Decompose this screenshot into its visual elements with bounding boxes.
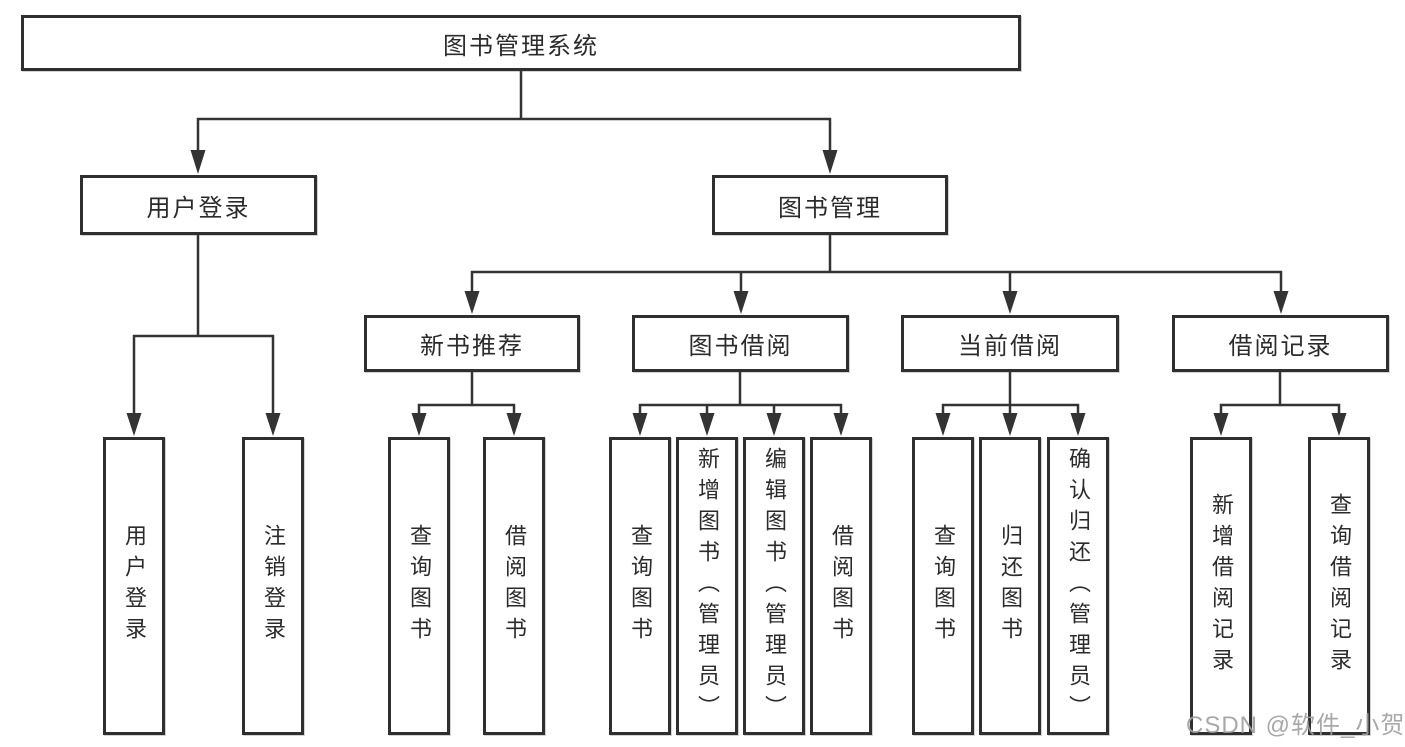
- leaf-label: 编辑图书（管理员）: [762, 446, 787, 726]
- leaf-label: 新增借阅记录: [1209, 493, 1234, 679]
- leaf-add-books-admin: 新增图书（管理员）: [676, 437, 738, 735]
- csdn-watermark: CSDN @软件_小贺同学: [1186, 712, 1405, 739]
- leaf-confirm-return-admin: 确认归还（管理员）: [1047, 437, 1109, 735]
- leaf-query-books-current: 查询图书: [912, 437, 974, 735]
- leaf-query-books-rec: 查询图书: [388, 437, 450, 735]
- leaf-label: 查询图书: [407, 524, 432, 648]
- leaf-label: 用户登录: [122, 524, 147, 648]
- leaf-label: 注销登录: [261, 524, 286, 648]
- leaf-label: 归还图书: [998, 524, 1023, 648]
- node-label: 借阅记录: [1228, 333, 1333, 360]
- node-user-login: 用户登录: [80, 175, 317, 235]
- leaf-edit-books-admin: 编辑图书（管理员）: [743, 437, 805, 735]
- leaf-label: 借阅图书: [829, 524, 854, 648]
- leaf-label: 借阅图书: [502, 524, 527, 648]
- leaf-user-login: 用户登录: [103, 437, 165, 735]
- leaf-query-books-borrow: 查询图书: [609, 437, 671, 735]
- node-label: 图书管理系统: [443, 32, 599, 60]
- leaf-logout: 注销登录: [242, 437, 304, 735]
- node-label: 新书推荐: [420, 333, 524, 360]
- leaf-add-borrow-record: 新增借阅记录: [1190, 437, 1252, 735]
- leaf-borrow-books-rec: 借阅图书: [483, 437, 545, 735]
- node-label: 用户登录: [146, 194, 251, 222]
- node-borrow-records: 借阅记录: [1172, 315, 1389, 372]
- node-library-management-system: 图书管理系统: [21, 15, 1021, 71]
- leaf-label: 查询图书: [628, 524, 653, 648]
- node-new-book-recommend: 新书推荐: [364, 315, 580, 372]
- node-current-borrow: 当前借阅: [901, 315, 1119, 372]
- leaf-label: 确认归还（管理员）: [1066, 446, 1091, 726]
- node-label: 当前借阅: [958, 333, 1062, 360]
- leaf-label: 查询图书: [931, 524, 956, 648]
- node-label: 图书借阅: [688, 333, 793, 360]
- leaf-label: 新增图书（管理员）: [695, 446, 720, 726]
- leaf-return-books: 归还图书: [979, 437, 1041, 735]
- leaf-borrow-books: 借阅图书: [810, 437, 872, 735]
- node-book-borrow: 图书借阅: [632, 315, 849, 372]
- node-label: 图书管理: [778, 194, 882, 222]
- leaf-label: 查询借阅记录: [1327, 493, 1352, 679]
- leaf-query-borrow-record: 查询借阅记录: [1308, 437, 1370, 735]
- node-book-management: 图书管理: [712, 175, 948, 235]
